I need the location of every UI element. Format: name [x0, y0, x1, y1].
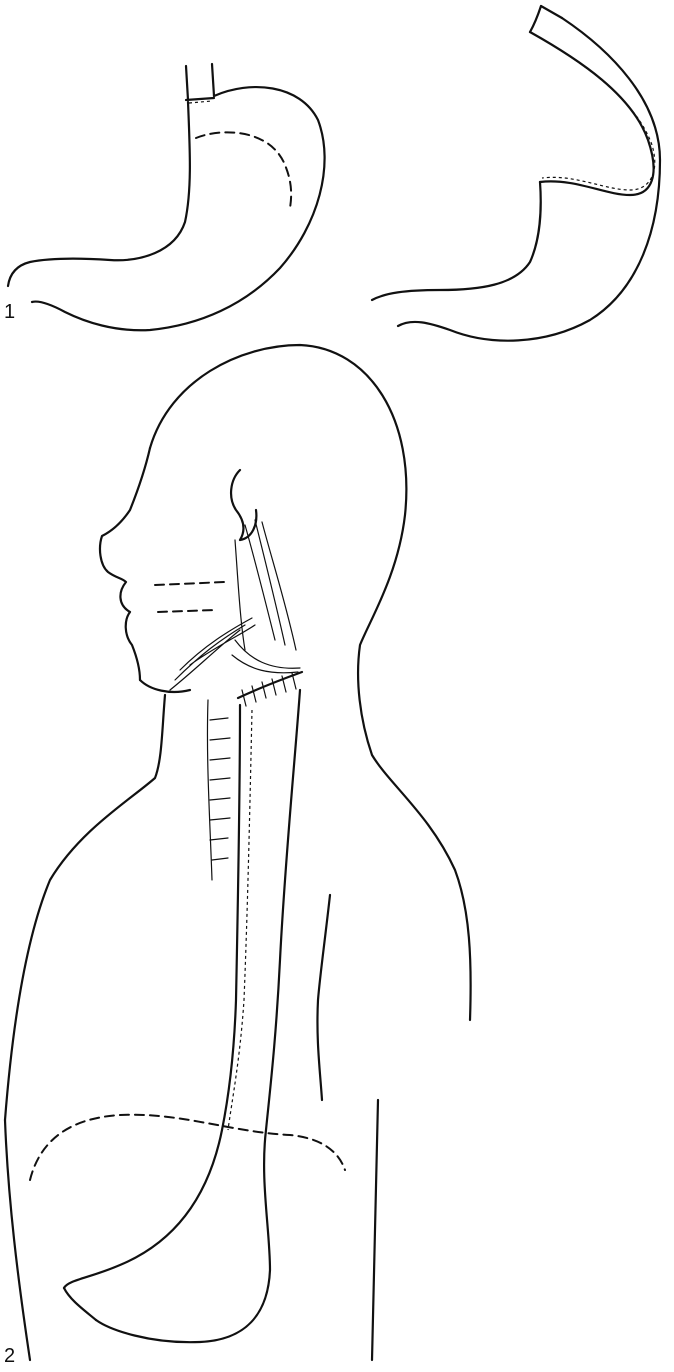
panel-1-label: 1 — [4, 302, 15, 322]
panel-2-body — [5, 345, 471, 1360]
panel-1-gastric-tube — [372, 6, 660, 341]
panel-1-stomach-before — [8, 64, 325, 330]
panel-2-label: 2 — [4, 1346, 15, 1366]
